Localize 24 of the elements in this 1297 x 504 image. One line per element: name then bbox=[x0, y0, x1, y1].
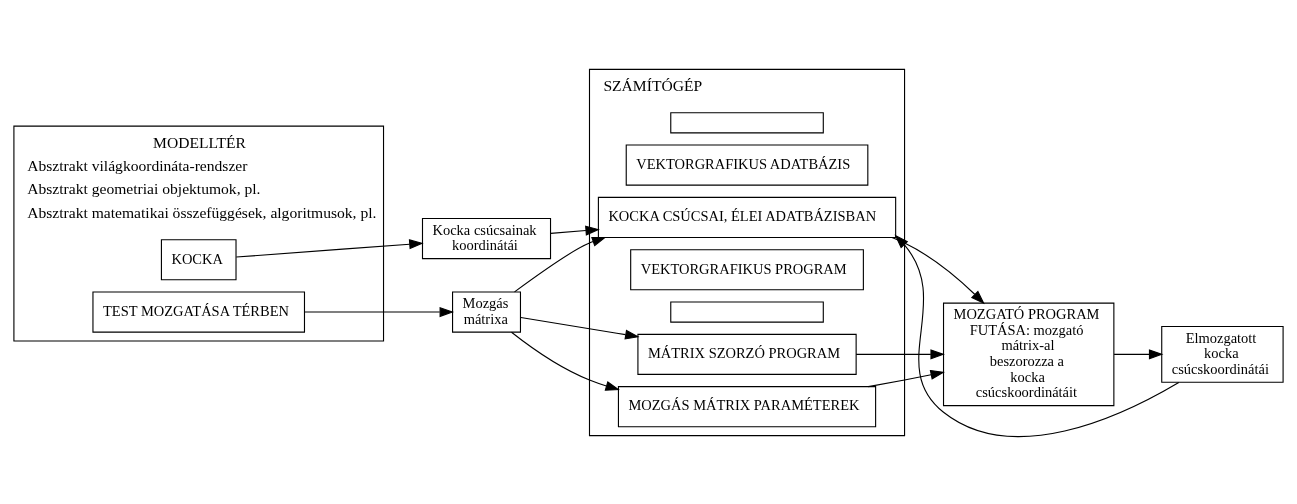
arrow bbox=[520, 316, 640, 340]
node-box: VEKTORGRAFIKUS ADATBÁZIS bbox=[625, 144, 869, 186]
node-box: KOCKA bbox=[160, 238, 237, 280]
arrow bbox=[1113, 348, 1164, 359]
arrow bbox=[510, 331, 620, 391]
arrow bbox=[550, 225, 600, 236]
node-box: KOCKA CSÚCSAI, ÉLEI ADATBÁZISBAN bbox=[597, 196, 897, 238]
node-box bbox=[670, 301, 824, 323]
node-box: Mozgás mátrixa bbox=[452, 290, 522, 333]
node-box: TEST MOZGATÁSA TÉRBEN bbox=[92, 290, 306, 333]
arrow bbox=[514, 236, 607, 292]
arrow bbox=[235, 238, 424, 258]
node-box: MÁTRIX SZORZÓ PROGRAM bbox=[637, 333, 857, 375]
node-box: Kocka csúcsainak koordinátái bbox=[421, 217, 552, 259]
arrow bbox=[855, 348, 945, 359]
arrow bbox=[891, 236, 985, 304]
node-box: VEKTORGRAFIKUS PROGRAM bbox=[630, 248, 864, 290]
node-box: MOZGÁS MÁTRIX PARAMÉTEREK bbox=[617, 385, 877, 427]
node-box: MOZGATÓ PROGRAM FUTÁSA: mozgató mátrix-al beszorozza a kocka csúcskoordinátáit bbox=[942, 302, 1115, 406]
node-box: Elmozgatott kocka csúcskoordinátái bbox=[1161, 325, 1284, 383]
node-box bbox=[670, 111, 824, 133]
arrow bbox=[304, 306, 455, 317]
arrow bbox=[894, 234, 1180, 437]
arrow bbox=[867, 369, 945, 387]
